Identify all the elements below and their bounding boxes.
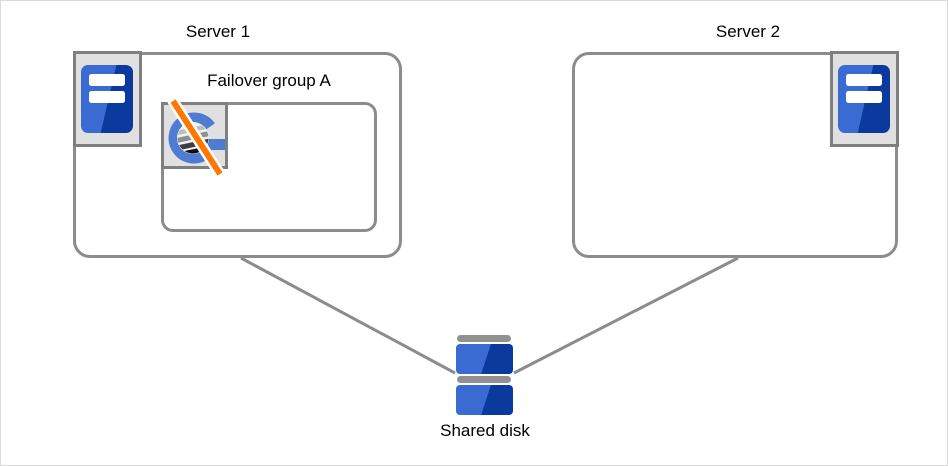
tower-slot [89, 74, 125, 86]
tower-slot [846, 91, 882, 103]
shared-disk-icon [456, 335, 513, 415]
server2-disk-line [513, 256, 739, 375]
tower-slot [846, 74, 882, 86]
server1-label: Server 1 [185, 22, 251, 41]
server-tower-icon [838, 65, 890, 133]
server2-icon-box [830, 51, 899, 147]
server1-disk-line [240, 256, 456, 375]
disk-platter-bar [457, 335, 511, 342]
disk-body [456, 385, 513, 415]
disk-platter-bar [457, 376, 511, 383]
server2-label: Server 2 [715, 22, 781, 41]
slash-stroke [170, 99, 223, 176]
g-crossbar [208, 139, 225, 150]
server-tower-icon [81, 65, 133, 133]
server1-icon-box [73, 51, 142, 147]
failover-group-label: Failover group A [207, 71, 331, 90]
shared-disk-label: Shared disk [440, 421, 530, 440]
tower-slot [89, 91, 125, 103]
g-arc [168, 112, 215, 164]
stopped-slash-icon [167, 95, 226, 180]
disk-body [456, 344, 513, 374]
